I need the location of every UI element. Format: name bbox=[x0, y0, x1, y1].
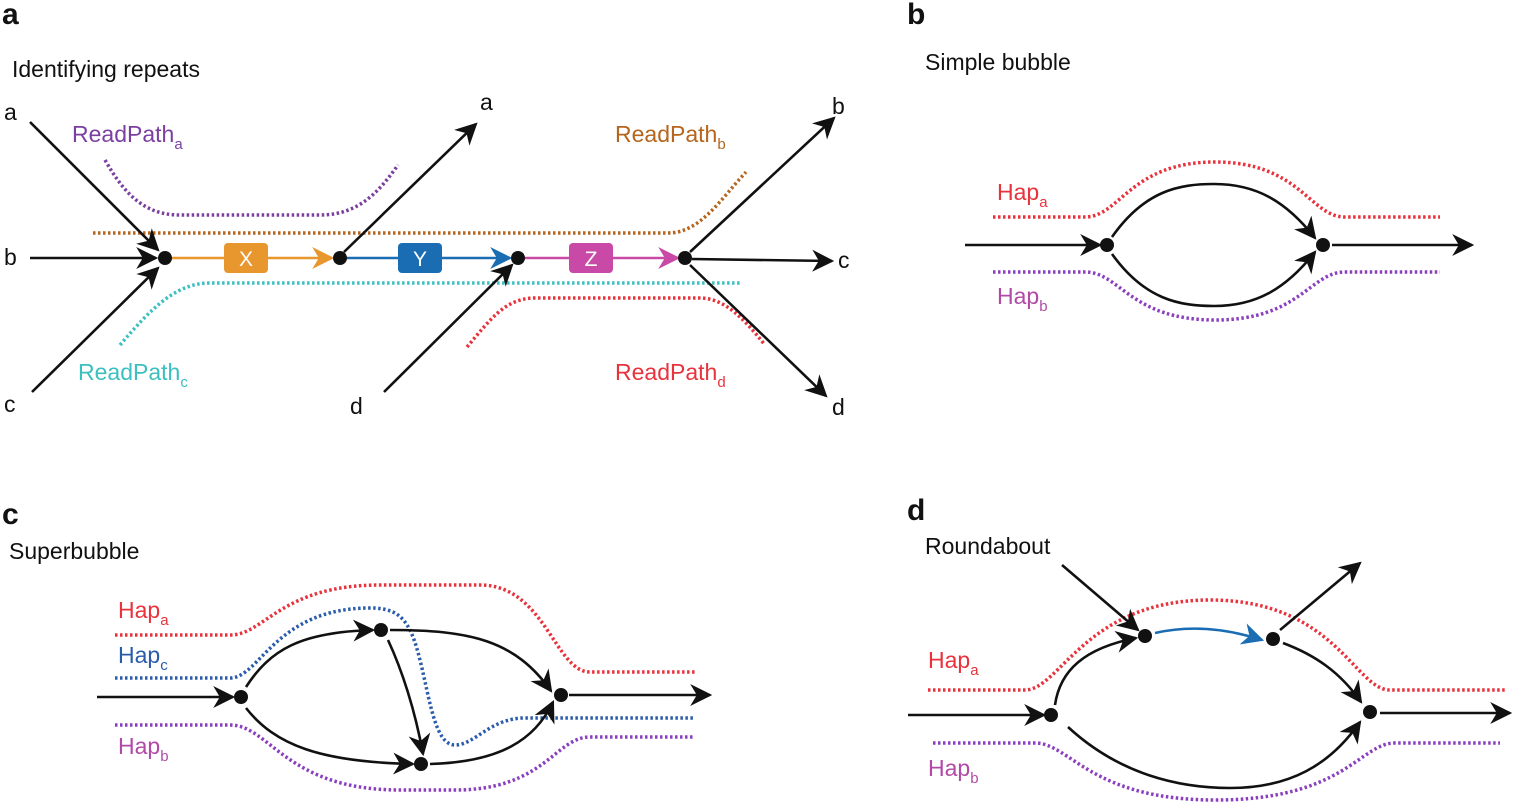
box-x-label: X bbox=[239, 248, 253, 271]
readpath-b-line bbox=[93, 170, 748, 235]
edge-d-in bbox=[383, 263, 514, 393]
hap-a-line-b bbox=[993, 160, 1440, 219]
node-d1 bbox=[1138, 629, 1152, 643]
hap-c-line-c bbox=[115, 606, 695, 747]
panel-b-letter: b bbox=[907, 0, 925, 31]
edge-b-bottom bbox=[1110, 250, 1317, 308]
edge-b-top bbox=[1110, 182, 1317, 240]
hap-b-line-d bbox=[933, 741, 1500, 802]
hap-b-label-b: Hapb bbox=[997, 283, 1048, 315]
label-d-in: d bbox=[350, 393, 363, 419]
box-x: X bbox=[224, 243, 268, 273]
edge-c-2-3 bbox=[386, 639, 431, 757]
panel-a-title: Identifying repeats bbox=[12, 56, 200, 82]
edge-c-1-2 bbox=[244, 619, 376, 688]
hap-a-line-c bbox=[115, 583, 695, 674]
edge-d-bottom bbox=[1067, 720, 1362, 790]
hap-b-label-c: Hapb bbox=[118, 733, 169, 765]
edge-c-out bbox=[691, 249, 835, 272]
node-a1 bbox=[158, 251, 172, 265]
label-a-in: a bbox=[4, 99, 17, 125]
panel-c-letter: c bbox=[2, 498, 19, 531]
edge-d-top-in bbox=[1061, 564, 1140, 632]
hap-b-label-d: Hapb bbox=[928, 755, 979, 787]
node-d4 bbox=[1363, 705, 1377, 719]
label-b-out: b bbox=[832, 93, 845, 119]
node-c3 bbox=[414, 757, 428, 771]
edge-c-in bbox=[31, 266, 160, 393]
hap-b-line-c bbox=[115, 723, 695, 792]
box-y: Y bbox=[398, 243, 442, 273]
readpath-b-label: ReadPathb bbox=[615, 121, 726, 153]
node-c1 bbox=[234, 690, 248, 704]
edge-d-top-out bbox=[1279, 561, 1362, 631]
readpath-d-line bbox=[465, 296, 767, 349]
panel-c: c Superbubble Hapa Hapc Hapb bbox=[2, 498, 713, 792]
hap-a-label-b: Hapa bbox=[997, 179, 1048, 211]
edge-c-3-4 bbox=[429, 700, 555, 766]
panel-d-title: Roundabout bbox=[925, 533, 1051, 559]
node-d3 bbox=[1044, 708, 1058, 722]
node-c4 bbox=[554, 688, 568, 702]
node-b1 bbox=[1100, 238, 1114, 252]
edge-c-1-3 bbox=[244, 707, 416, 775]
node-b2 bbox=[1316, 238, 1330, 252]
node-a4 bbox=[678, 251, 692, 265]
box-z: Z bbox=[569, 243, 613, 273]
readpath-c-label: ReadPathc bbox=[78, 359, 188, 391]
hap-a-label-c: Hapa bbox=[118, 597, 169, 629]
panel-a: a Identifying repeats X Y Z bbox=[2, 0, 850, 420]
hap-a-label-d: Hapa bbox=[928, 647, 979, 679]
panel-c-title: Superbubble bbox=[9, 538, 139, 564]
label-c-in: c bbox=[4, 391, 16, 417]
label-a-out: a bbox=[480, 89, 493, 115]
label-c-out: c bbox=[838, 247, 850, 273]
node-a2 bbox=[333, 251, 347, 265]
panel-b: b Simple bubble Hapa Hapb bbox=[907, 0, 1475, 322]
edge-c-2-4 bbox=[389, 628, 553, 693]
hap-b-line-b bbox=[993, 270, 1440, 322]
box-z-label: Z bbox=[585, 248, 598, 271]
node-d2 bbox=[1266, 632, 1280, 646]
hap-c-label-c: Hapc bbox=[118, 642, 168, 674]
edge-a-in bbox=[29, 121, 160, 252]
readpath-d-label: ReadPathd bbox=[615, 359, 726, 391]
panel-a-letter: a bbox=[2, 0, 19, 31]
panel-d: d Roundabout Hapa Hapb bbox=[907, 494, 1513, 802]
node-a3 bbox=[511, 251, 525, 265]
readpath-c-line bbox=[118, 281, 742, 347]
label-d-out: d bbox=[832, 394, 845, 420]
box-y-label: Y bbox=[413, 248, 427, 271]
panel-b-title: Simple bubble bbox=[925, 49, 1071, 75]
panel-d-letter: d bbox=[907, 494, 925, 527]
node-c2 bbox=[374, 623, 388, 637]
edge-d-left-up bbox=[1053, 631, 1139, 706]
edge-b-out bbox=[689, 116, 836, 253]
edge-d-out bbox=[689, 264, 828, 398]
edge-a-out bbox=[343, 122, 478, 253]
edge-d-right-down bbox=[1282, 641, 1363, 704]
hap-a-line-d bbox=[928, 598, 1505, 692]
edge-d-blue bbox=[1154, 623, 1265, 645]
readpath-a-label: ReadPatha bbox=[72, 121, 183, 153]
readpath-a-line bbox=[103, 159, 400, 217]
label-b-in: b bbox=[4, 244, 17, 270]
